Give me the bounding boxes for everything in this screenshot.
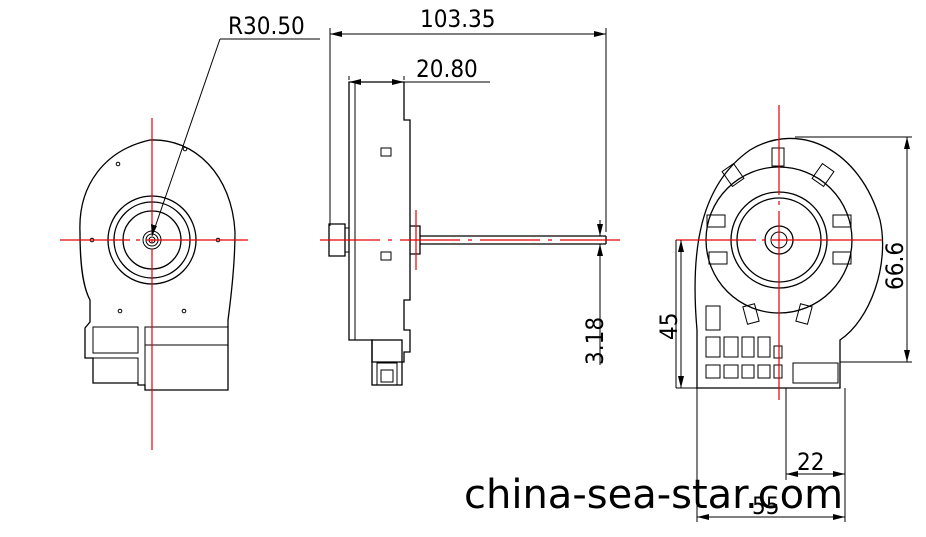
rear-view xyxy=(675,105,912,522)
body-width-label: 20.80 xyxy=(416,55,478,83)
watermark: china-sea-star.com xyxy=(464,472,843,518)
overall-length-label: 103.35 xyxy=(420,5,496,33)
front-view xyxy=(60,38,320,450)
outer-height-label: 66.6 xyxy=(881,242,909,290)
radius-label: R30.50 xyxy=(228,12,305,40)
base-width-label: 55 xyxy=(752,492,779,520)
mount-height-label: 45 xyxy=(655,313,683,340)
shaft-diameter-label: 3.18 xyxy=(581,317,609,365)
connector-offset-label: 22 xyxy=(797,448,824,476)
side-view xyxy=(320,28,620,386)
